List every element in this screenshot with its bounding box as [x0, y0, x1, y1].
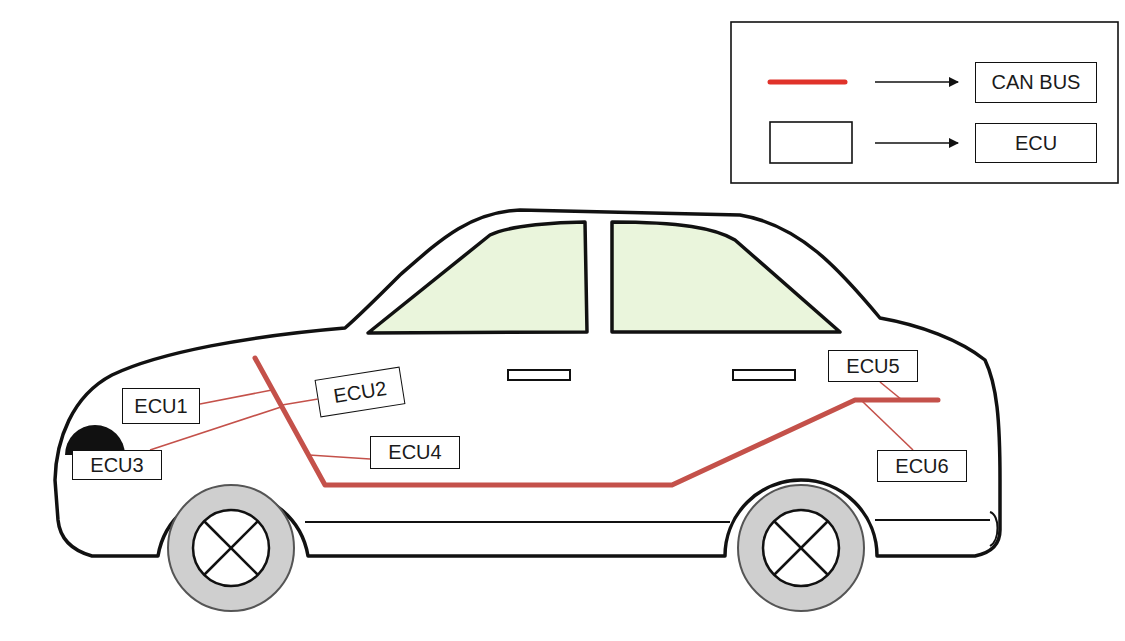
- ecu-box: ECU6: [877, 450, 967, 482]
- door-handle: [508, 370, 570, 380]
- ecu-box: ECU4: [370, 436, 460, 469]
- ecu-sample: [770, 122, 852, 163]
- bus-tap-line: [309, 455, 370, 459]
- ecu-box: ECU1: [122, 388, 200, 424]
- ecu-label: ECU5: [846, 355, 899, 378]
- legend-label: ECU: [1015, 132, 1057, 155]
- ecu-box: ECU5: [828, 350, 918, 382]
- can-bus-sample: [770, 80, 845, 85]
- legend-frame: [731, 22, 1118, 183]
- legend-arrow: [875, 81, 958, 82]
- ecu-label: ECU3: [90, 454, 143, 477]
- rear-bumper: [990, 512, 998, 546]
- bus-tap-line: [862, 401, 913, 450]
- ecu-label: ECU1: [134, 395, 187, 418]
- ecu-label: ECU2: [332, 376, 388, 407]
- rear-window: [612, 222, 840, 332]
- ecu-box: ECU3: [72, 450, 162, 480]
- sill-line: [305, 521, 730, 523]
- legend-arrow: [875, 142, 958, 143]
- bus-tap-line: [200, 390, 272, 404]
- rear-wheel: [738, 485, 864, 611]
- legend-entry: ECU: [975, 123, 1097, 163]
- ecu-label: ECU4: [388, 441, 441, 464]
- legend-entry: CAN BUS: [975, 62, 1097, 103]
- sill-line: [875, 519, 990, 521]
- ecu-label: ECU6: [895, 455, 948, 478]
- front-window: [368, 222, 587, 333]
- bus-tap-line: [282, 399, 318, 405]
- bus-tap-line: [880, 382, 902, 400]
- door-handle: [733, 370, 795, 380]
- legend-label: CAN BUS: [992, 71, 1081, 94]
- front-wheel: [168, 485, 294, 611]
